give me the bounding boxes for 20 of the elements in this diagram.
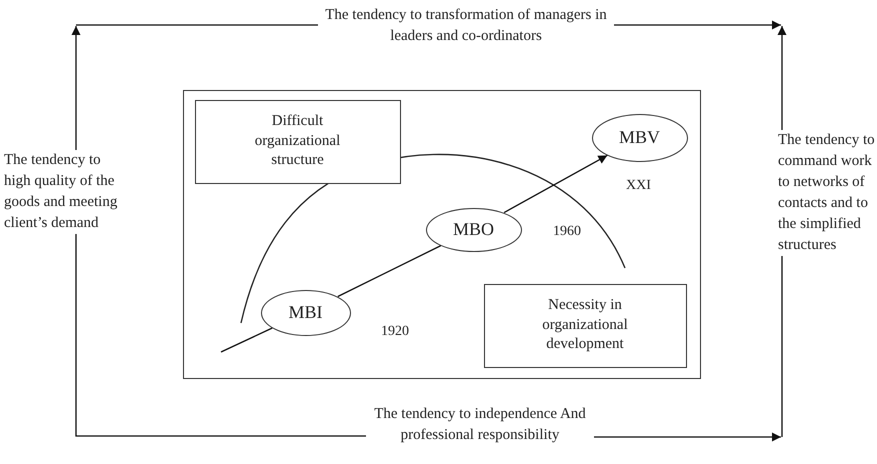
arrow <box>778 26 786 130</box>
node-text: MBI <box>288 300 322 324</box>
node-text: Necessity in organizational development <box>541 296 629 354</box>
process-box <box>194 100 400 184</box>
node-text: Difficult organizational structure <box>254 112 342 170</box>
node-text: MBO <box>452 218 494 241</box>
frame-box <box>183 90 701 379</box>
arrow <box>504 154 608 214</box>
tendency-text: The tendency to high quality of the goods and meeting client’s demand <box>4 151 118 233</box>
tendency-text: The tendency to command work to networks of contacts and to the simplified structures <box>778 131 876 255</box>
tendency-text: The tendency to transformation of managers in leaders and co-ordinators <box>324 6 608 46</box>
node-text: MBV <box>618 126 660 149</box>
year-label: XXI <box>626 178 651 194</box>
process-box <box>484 284 686 368</box>
arrow <box>594 432 781 442</box>
year-label: 1960 <box>553 224 581 240</box>
year-label: 1920 <box>381 324 409 340</box>
arrow <box>72 26 80 150</box>
tendency-text: The tendency to independence And professional responsibility <box>373 405 587 445</box>
arrow <box>614 20 781 30</box>
